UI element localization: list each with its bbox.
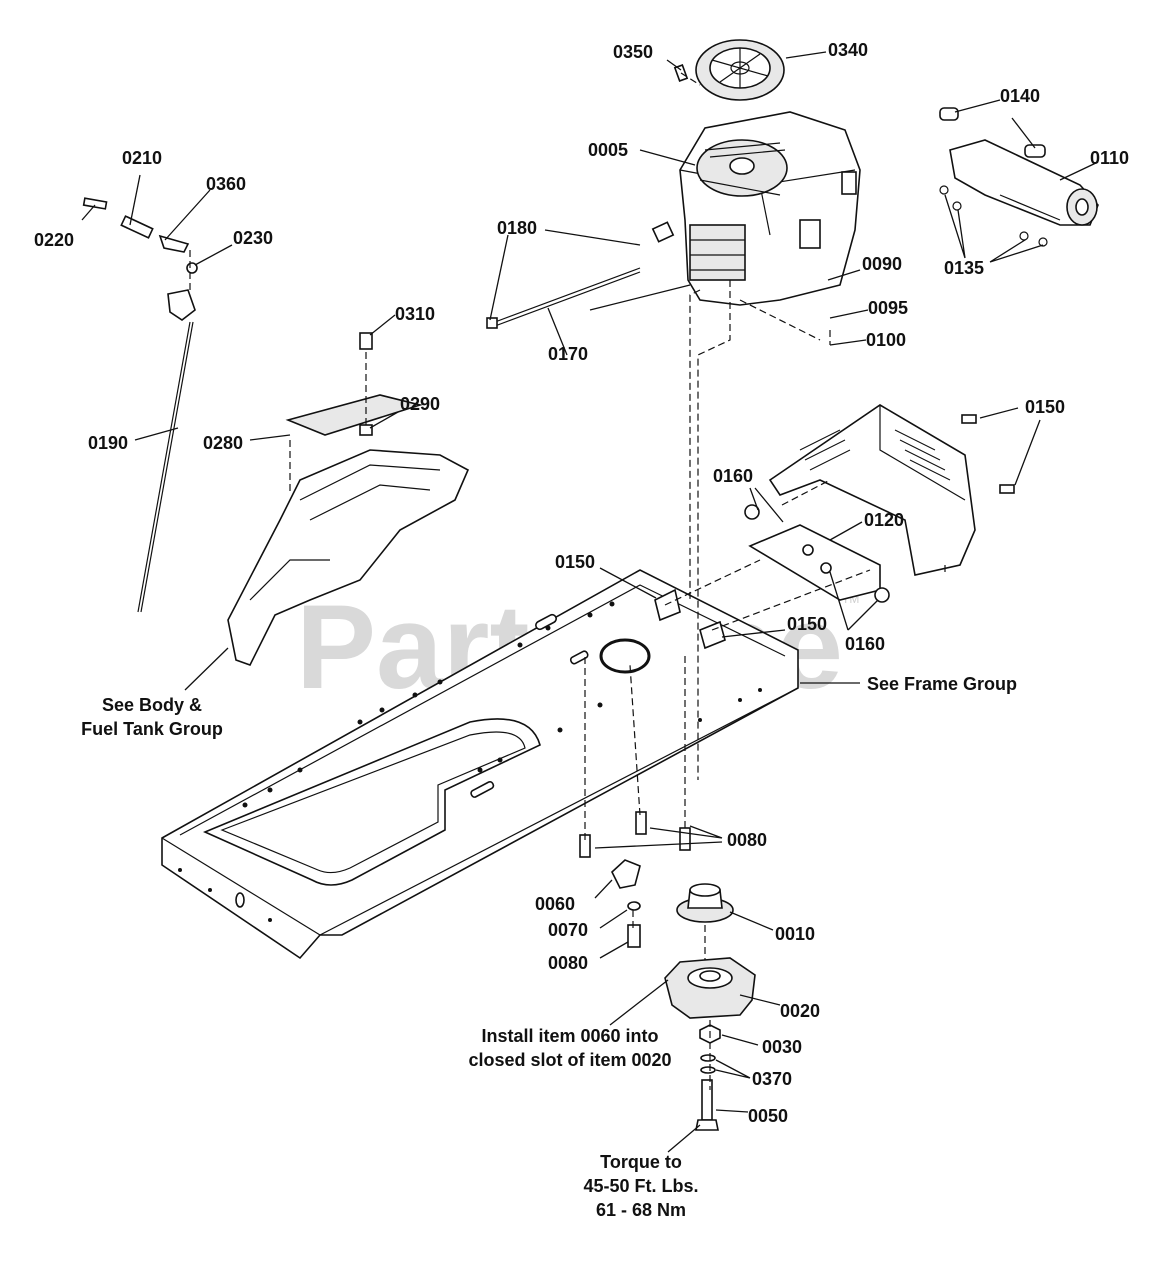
label-0170: 0170 xyxy=(548,344,588,364)
clutch-0020 xyxy=(664,957,756,1019)
fender-part xyxy=(227,332,470,666)
label-0290: 0290 xyxy=(400,394,440,414)
label-0220: 0220 xyxy=(34,230,74,250)
heat-shield-part xyxy=(768,404,1015,576)
note-torque-line2: 45-50 Ft. Lbs. xyxy=(583,1176,698,1196)
label-0080-clip: 0080 xyxy=(548,953,588,973)
label-0150-frame: 0150 xyxy=(555,552,595,572)
note-install-line2: closed slot of item 0020 xyxy=(468,1050,671,1070)
part-labels: 0350 0340 0005 0140 0110 0135 0210 0360 … xyxy=(34,40,1129,1126)
leader-lines xyxy=(81,51,1099,1153)
engine-rod xyxy=(486,221,691,329)
label-0090: 0090 xyxy=(862,254,902,274)
label-0360: 0360 xyxy=(206,174,246,194)
note-body-group-line2: Fuel Tank Group xyxy=(81,719,223,739)
label-0060: 0060 xyxy=(535,894,575,914)
label-0070: 0070 xyxy=(548,920,588,940)
assembly-lines xyxy=(189,72,946,1090)
label-0160-bottom: 0160 xyxy=(845,634,885,654)
fan-screen-part xyxy=(695,39,785,101)
label-0020: 0020 xyxy=(780,1001,820,1021)
label-0190: 0190 xyxy=(88,433,128,453)
throttle-bracket-parts xyxy=(82,197,198,321)
label-0030: 0030 xyxy=(762,1037,802,1057)
frame-part xyxy=(161,569,799,960)
clip-0060 xyxy=(611,859,641,911)
label-0210: 0210 xyxy=(122,148,162,168)
label-0120: 0120 xyxy=(864,510,904,530)
label-0050: 0050 xyxy=(748,1106,788,1126)
label-0150-shield: 0150 xyxy=(1025,397,1065,417)
label-0010: 0010 xyxy=(775,924,815,944)
label-0340: 0340 xyxy=(828,40,868,60)
label-0150-bracket: 0150 xyxy=(787,614,827,634)
muffler-part xyxy=(939,107,1099,247)
label-0350: 0350 xyxy=(613,42,653,62)
pulley-0010 xyxy=(676,883,734,923)
label-0160-top: 0160 xyxy=(713,466,753,486)
engine-part xyxy=(679,111,861,306)
note-body-group-line1: See Body & xyxy=(102,695,202,715)
label-0095: 0095 xyxy=(868,298,908,318)
label-0280: 0280 xyxy=(203,433,243,453)
label-0005: 0005 xyxy=(588,140,628,160)
label-0140: 0140 xyxy=(1000,86,1040,106)
label-0180: 0180 xyxy=(497,218,537,238)
label-0100: 0100 xyxy=(866,330,906,350)
note-torque-line1: Torque to xyxy=(600,1152,682,1172)
label-0310: 0310 xyxy=(395,304,435,324)
note-torque-line3: 61 - 68 Nm xyxy=(596,1200,686,1220)
label-0230: 0230 xyxy=(233,228,273,248)
bracket-0120 xyxy=(744,504,890,603)
hardware-0030-0370-0050 xyxy=(695,1024,721,1131)
label-0370: 0370 xyxy=(752,1069,792,1089)
label-0135: 0135 xyxy=(944,258,984,278)
label-0110: 0110 xyxy=(1090,148,1129,168)
note-frame-group: See Frame Group xyxy=(867,674,1017,694)
note-install-line1: Install item 0060 into xyxy=(481,1026,658,1046)
throttle-rod xyxy=(137,321,194,613)
label-0080-frame: 0080 xyxy=(727,830,767,850)
notes: See Body & Fuel Tank Group See Frame Gro… xyxy=(81,674,1017,1220)
